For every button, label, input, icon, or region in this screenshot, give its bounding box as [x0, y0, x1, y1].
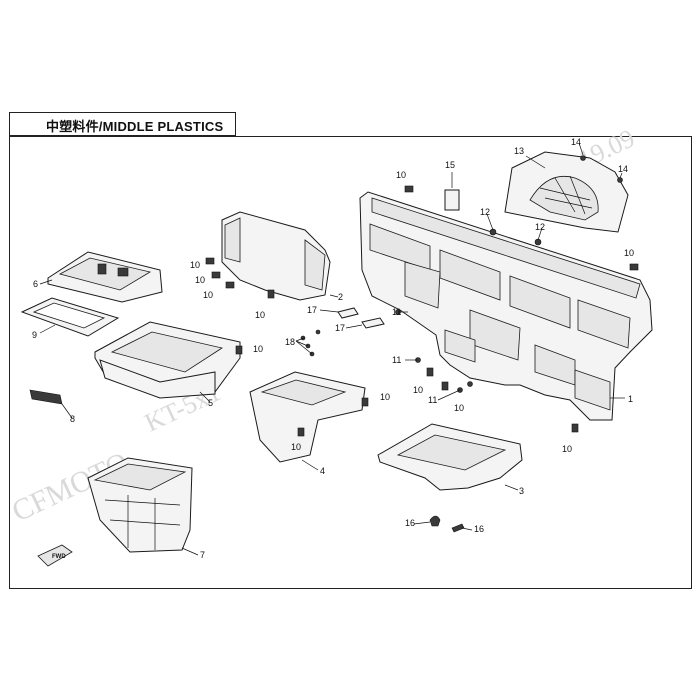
callout-10-l: 10	[562, 444, 572, 454]
part-4-bin	[249, 371, 366, 463]
callout-16-a: 16	[405, 518, 415, 528]
part-7-basket	[87, 457, 193, 553]
leader-lines	[39, 142, 625, 556]
diagram-title: 中塑料件/MIDDLE PLASTICS	[46, 119, 224, 134]
callout-10-d: 10	[195, 275, 205, 285]
callout-7: 7	[200, 550, 205, 560]
callout-17-a: 17	[307, 305, 317, 315]
callout-4: 4	[320, 466, 325, 476]
callout-11-c: 11	[428, 395, 437, 405]
callout-10-c: 10	[190, 260, 200, 270]
diagram-frame	[9, 136, 692, 589]
callout-13: 13	[514, 146, 524, 156]
callout-10-j: 10	[413, 385, 423, 395]
callout-15: 15	[445, 160, 455, 170]
callout-10-f: 10	[255, 310, 265, 320]
callout-10-k: 10	[454, 403, 464, 413]
callout-10-a: 10	[396, 170, 406, 180]
part-9-gasket	[20, 297, 120, 337]
callout-10-h: 10	[291, 442, 301, 452]
callout-8: 8	[70, 414, 75, 424]
callout-5: 5	[208, 398, 213, 408]
callout-10-b: 10	[624, 248, 634, 258]
part-2-side-panel	[221, 211, 331, 301]
callout-10-e: 10	[203, 290, 213, 300]
callout-14-a: 14	[571, 137, 581, 147]
diagram-title-box: 中塑料件/MIDDLE PLASTICS	[9, 112, 236, 136]
part-3-floor-tray	[377, 423, 523, 491]
callout-3: 3	[519, 486, 524, 496]
callout-labels: 1 2 3 4 5 6 7 8 9 10 10 10 10 10 10 10 1…	[32, 137, 634, 560]
callout-1: 1	[628, 394, 633, 404]
part-5-storage-box	[94, 321, 241, 399]
callout-10-g: 10	[253, 344, 263, 354]
direction-badge-text: FWD	[52, 554, 66, 560]
callout-16-b: 16	[474, 524, 484, 534]
direction-badge: FWD	[37, 544, 73, 567]
callout-9: 9	[32, 330, 37, 340]
fasteners	[205, 155, 639, 533]
callout-11-b: 11	[392, 355, 401, 365]
part-8-strap	[29, 389, 63, 405]
part-13-rear-cover	[504, 151, 629, 233]
callout-6: 6	[33, 279, 38, 289]
callout-17-b: 17	[335, 323, 345, 333]
callout-2: 2	[338, 292, 343, 302]
callout-18: 18	[285, 337, 295, 347]
callout-10-i: 10	[380, 392, 390, 402]
callout-12-b: 12	[535, 222, 545, 232]
part-6-storage-tray	[47, 251, 163, 303]
callout-11-a: 11	[392, 307, 401, 317]
part-1-rear-panel	[359, 191, 653, 421]
callout-14-b: 14	[618, 164, 628, 174]
part-15-label	[444, 189, 460, 211]
callout-12-a: 12	[480, 207, 490, 217]
